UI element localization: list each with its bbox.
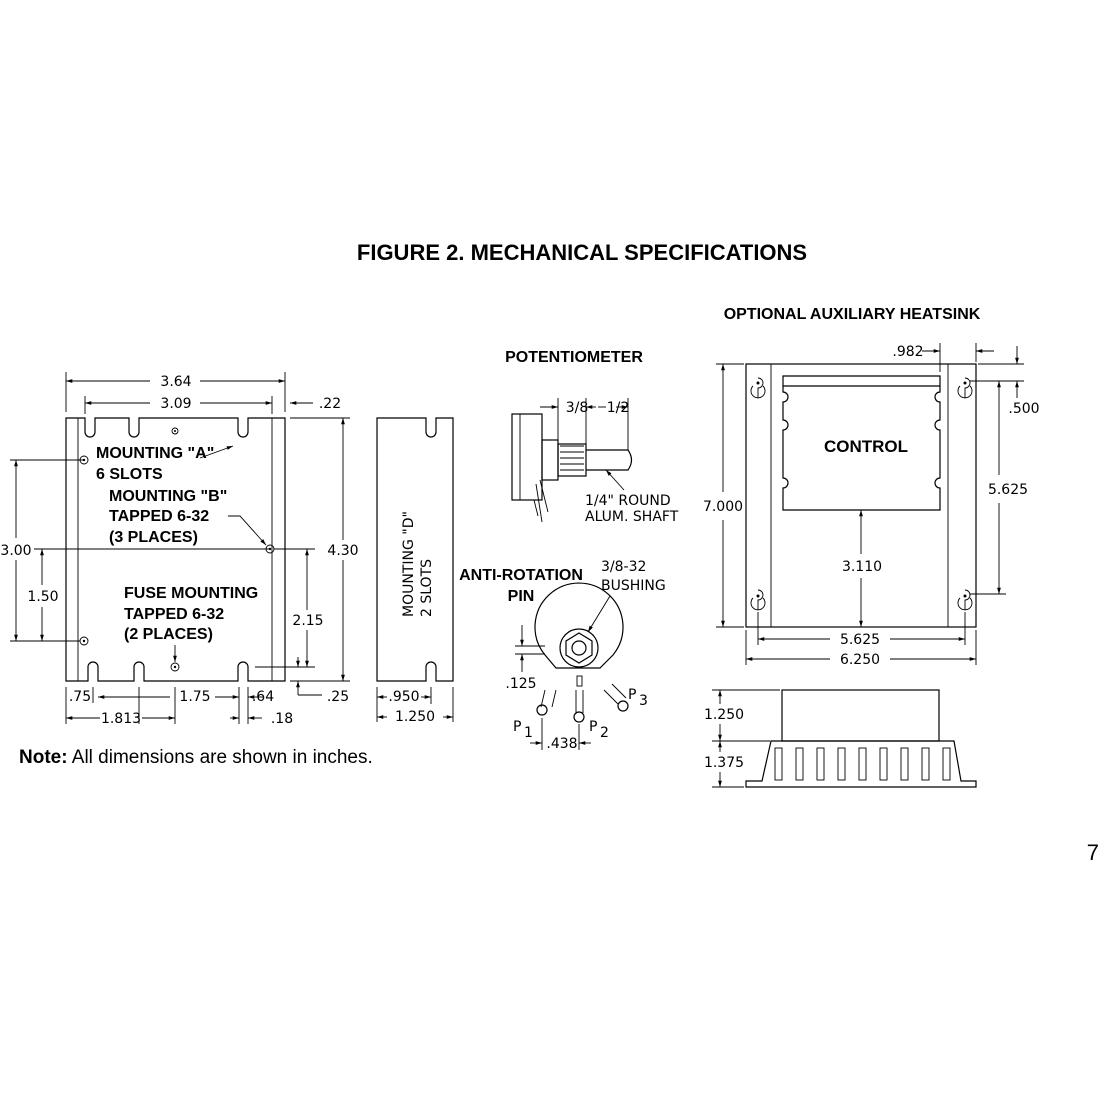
control-label: CONTROL [824, 437, 908, 456]
svg-text:5.625: 5.625 [988, 482, 1028, 498]
svg-text:2 SLOTS: 2 SLOTS [419, 559, 435, 617]
heatsink-top: OPTIONAL AUXILIARY HEATSINK CONTROL 7.00… [703, 306, 1040, 668]
svg-text:7.000: 7.000 [703, 499, 743, 515]
svg-text:P: P [628, 687, 636, 703]
svg-text:1/4" ROUND: 1/4" ROUND [585, 493, 671, 509]
svg-text:P: P [589, 719, 597, 735]
svg-text:OPTIONAL AUXILIARY HEATSINK: OPTIONAL AUXILIARY HEATSINK [724, 306, 981, 323]
svg-text:.500: .500 [1008, 401, 1039, 417]
svg-text:4.30: 4.30 [327, 543, 358, 559]
svg-text:2.15: 2.15 [292, 613, 323, 629]
svg-text:.438: .438 [546, 736, 577, 752]
main-callouts: MOUNTING "A" 6 SLOTS MOUNTING "B" TAPPED… [96, 445, 258, 643]
svg-text:ANTI-ROTATION: ANTI-ROTATION [459, 567, 583, 584]
svg-text:.950: .950 [388, 689, 419, 705]
svg-text:1/2: 1/2 [607, 400, 630, 416]
potentiometer-front: ANTI-ROTATION PIN 3/8-32 BUSHING .125 .4… [459, 559, 666, 752]
svg-text:6.250: 6.250 [840, 652, 880, 668]
svg-text:6 SLOTS: 6 SLOTS [96, 466, 163, 483]
svg-text:1.813: 1.813 [101, 711, 141, 727]
svg-text:PIN: PIN [508, 588, 535, 605]
svg-text:POTENTIOMETER: POTENTIOMETER [505, 349, 643, 366]
svg-text:ALUM. SHAFT: ALUM. SHAFT [585, 509, 679, 525]
svg-text:1: 1 [524, 725, 533, 741]
keyhole-icon [957, 377, 973, 399]
keyhole-icon [750, 589, 766, 611]
svg-text:1.50: 1.50 [27, 589, 58, 605]
mounting-hole-icon [79, 636, 89, 646]
mounting-hole-icon [171, 427, 179, 435]
main-dim-text: 3.64 3.09 .22 3.00 1.50 4.30 2.15 .25 .7… [0, 374, 358, 727]
svg-text:FUSE MOUNTING: FUSE MOUNTING [124, 585, 258, 602]
svg-text:.18: .18 [271, 711, 293, 727]
svg-text:.75: .75 [69, 689, 91, 705]
fuse-hole-icon [170, 662, 180, 672]
heatsink-side: 1.250 1.375 [704, 689, 977, 788]
svg-text:(2 PLACES): (2 PLACES) [124, 626, 213, 643]
svg-text:P: P [513, 719, 521, 735]
svg-text:TAPPED 6-32: TAPPED 6-32 [124, 606, 224, 623]
svg-text:BUSHING: BUSHING [601, 578, 666, 594]
svg-text:MOUNTING "A": MOUNTING "A" [96, 445, 214, 462]
heatsink-fins [774, 747, 951, 781]
side-view: .950 1.250 MOUNTING "D" 2 SLOTS [376, 417, 454, 725]
svg-text:.64: .64 [252, 689, 274, 705]
main-dim-lines [10, 372, 350, 724]
page-number: 7 [1087, 840, 1099, 865]
keyhole-icon [957, 589, 973, 611]
svg-text:3.00: 3.00 [0, 543, 31, 559]
main-drive-outline [65, 417, 286, 682]
svg-text:1.75: 1.75 [179, 689, 210, 705]
svg-text:3: 3 [639, 693, 648, 709]
potentiometer-side: POTENTIOMETER 3/8 1/2 1/4" ROUND ALUM. S… [505, 349, 679, 525]
svg-text:3/8: 3/8 [566, 400, 589, 416]
svg-text:(3 PLACES): (3 PLACES) [109, 529, 198, 546]
svg-text:MOUNTING "D": MOUNTING "D" [401, 511, 417, 617]
figure-title: FIGURE 2. MECHANICAL SPECIFICATIONS [357, 240, 807, 265]
svg-text:3.64: 3.64 [160, 374, 191, 390]
svg-text:1.250: 1.250 [704, 707, 744, 723]
svg-text:.25: .25 [327, 689, 349, 705]
svg-text:1.250: 1.250 [395, 709, 435, 725]
keyhole-icon [750, 377, 766, 399]
svg-text:1.375: 1.375 [704, 755, 744, 771]
svg-text:3/8-32: 3/8-32 [601, 559, 646, 575]
svg-text:3.110: 3.110 [842, 559, 882, 575]
svg-text:.982: .982 [892, 344, 923, 360]
svg-text:.125: .125 [505, 676, 536, 692]
svg-text:3.09: 3.09 [160, 396, 191, 412]
svg-text:.22: .22 [319, 396, 341, 412]
svg-text:TAPPED 6-32: TAPPED 6-32 [109, 508, 209, 525]
svg-text:5.625: 5.625 [840, 632, 880, 648]
svg-text:MOUNTING "B": MOUNTING "B" [109, 488, 227, 505]
dimensions-note: Note: All dimensions are shown in inches… [19, 747, 373, 768]
svg-text:2: 2 [600, 725, 609, 741]
